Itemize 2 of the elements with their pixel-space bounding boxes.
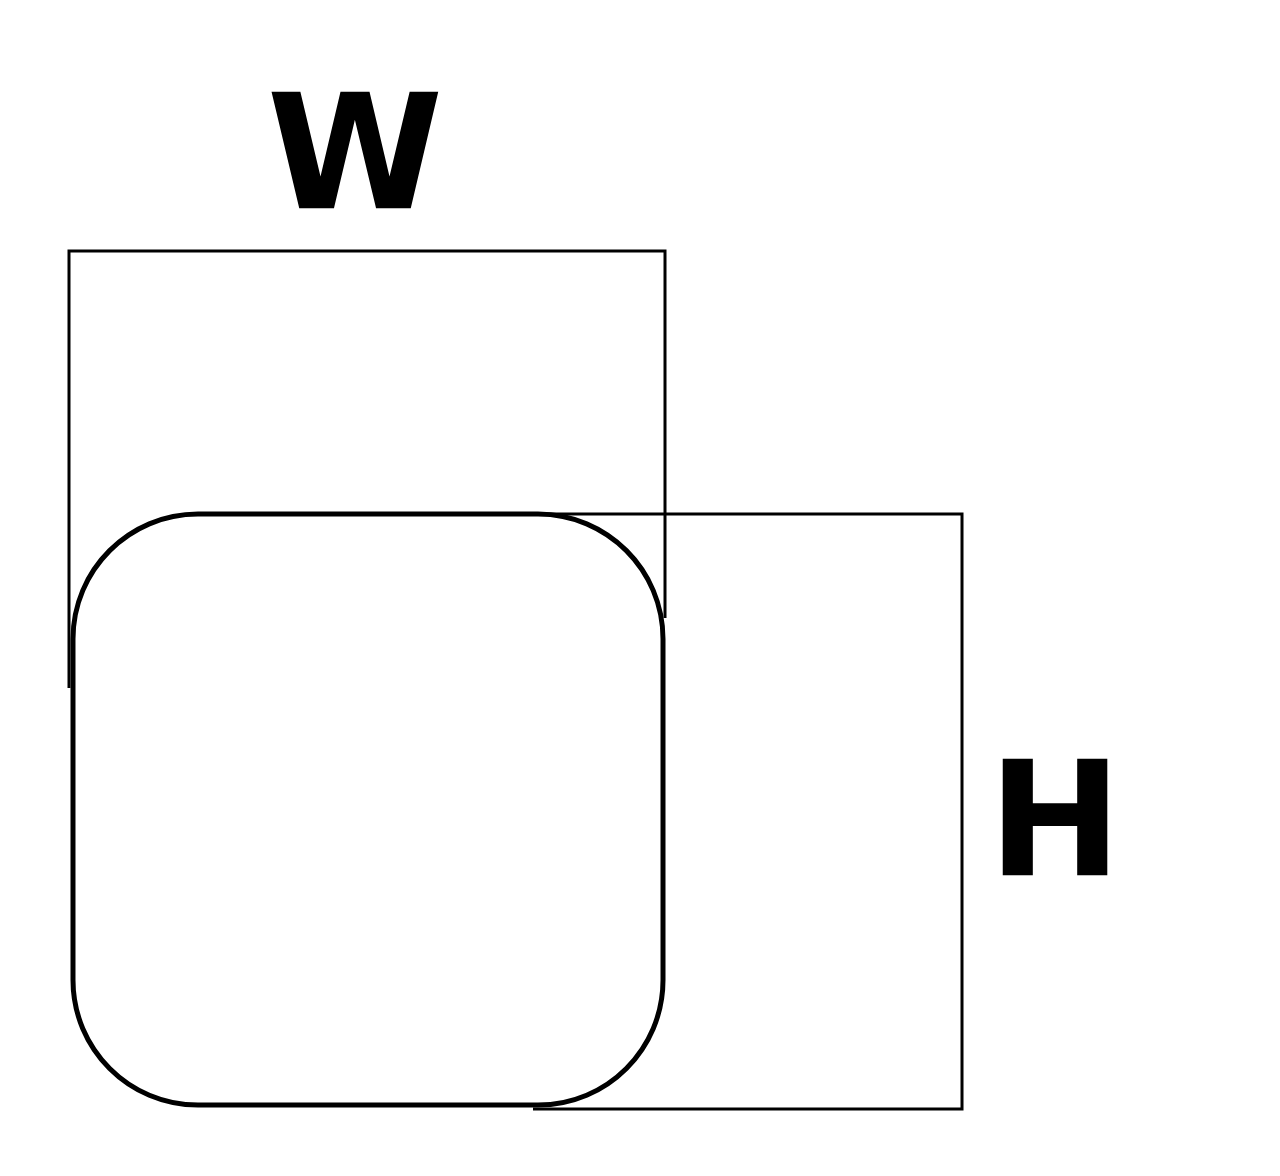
dimension-label: H: [1002, 758, 1108, 876]
dimension-label: W: [271, 91, 439, 209]
